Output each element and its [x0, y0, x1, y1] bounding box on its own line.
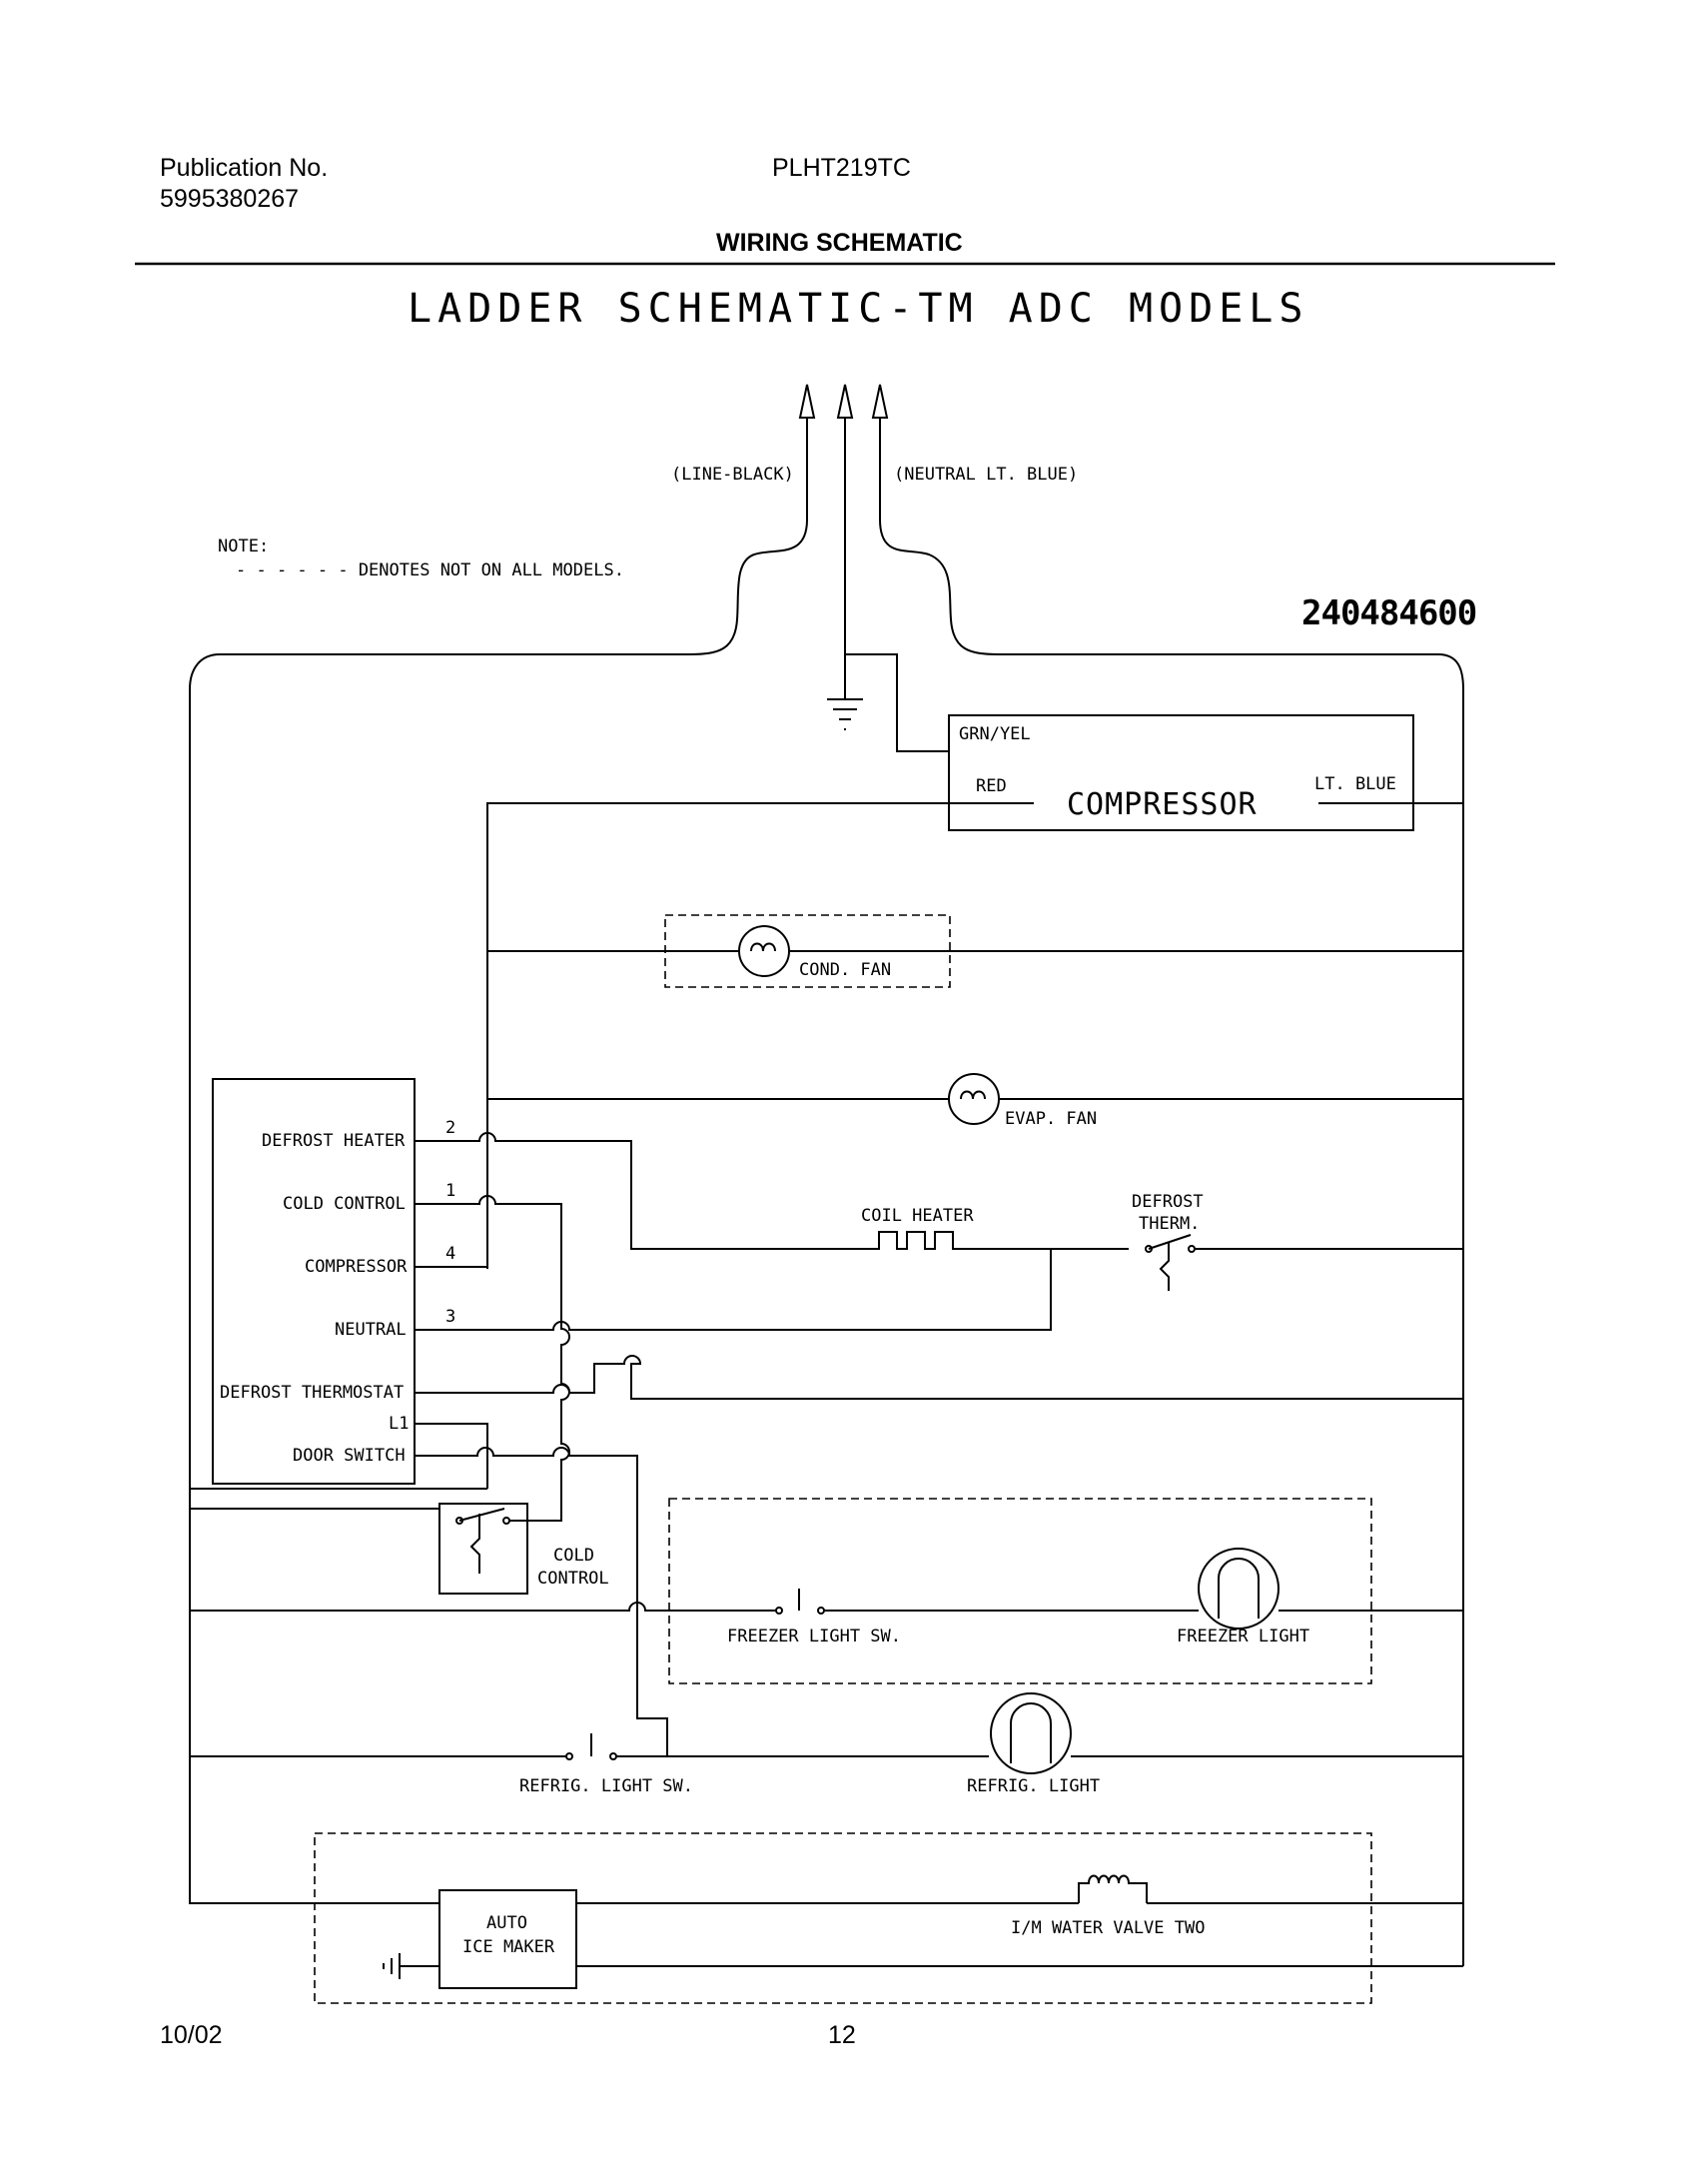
terminal-neutral: NEUTRAL — [335, 1320, 407, 1340]
compressor-grn-yel: GRN/YEL — [959, 724, 1031, 744]
door-switch-wire — [415, 1447, 668, 1756]
refrig-light-switch — [565, 1733, 617, 1760]
control-board — [212, 1078, 416, 1485]
publication-label: Publication No. — [160, 154, 329, 182]
refrig-light-sw-label: REFRIG. LIGHT SW. — [519, 1776, 693, 1796]
l1-wire — [415, 1423, 488, 1489]
line-black-label: (LINE-BLACK) — [671, 465, 794, 485]
refrig-light-label: REFRIG. LIGHT — [967, 1776, 1100, 1796]
part-number: 240484600 — [1301, 593, 1476, 633]
note-label: NOTE: — [218, 537, 269, 556]
footer-date: 10/02 — [160, 2021, 223, 2049]
cold-control-wire — [415, 1195, 570, 1522]
evap-fan-label: EVAP. FAN — [1005, 1109, 1097, 1129]
coil-heater-icon — [869, 1231, 969, 1250]
publication-number: 5995380267 — [160, 185, 300, 213]
ice-maker-optional-box — [314, 1832, 1372, 2004]
cold-control-label-1: COLD — [553, 1546, 594, 1566]
section-title: WIRING SCHEMATIC — [716, 229, 963, 257]
terminal-cold-control: COLD CONTROL — [283, 1194, 406, 1214]
water-valve-label: I/M WATER VALVE TWO — [1011, 1918, 1205, 1938]
compressor-box — [948, 714, 1414, 831]
cold-control-box — [438, 1503, 528, 1595]
freezer-light-optional-box — [668, 1498, 1372, 1684]
cold-control-switch — [455, 1508, 510, 1574]
terminal-defrost-thermostat: DEFROST THERMOSTAT — [220, 1383, 404, 1403]
page-number: 12 — [828, 2021, 856, 2049]
ground-icon — [827, 698, 863, 730]
compressor-label: COMPRESSOR — [1067, 787, 1258, 822]
terminal-defrost-heater: DEFROST HEATER — [262, 1131, 406, 1151]
freezer-light-switch — [775, 1589, 825, 1615]
line-black-wire — [189, 428, 808, 1904]
pin-2: 2 — [445, 1118, 455, 1138]
coil-heater-label: COIL HEATER — [861, 1206, 974, 1226]
defrost-therm-label-1: DEFROST — [1132, 1192, 1204, 1212]
terminal-door-switch: DOOR SWITCH — [293, 1446, 406, 1466]
freezer-light-icon — [1198, 1548, 1280, 1630]
water-valve-icon — [1078, 1874, 1148, 1903]
defrost-therm-switch — [1145, 1234, 1196, 1291]
terminal-compressor: COMPRESSOR — [305, 1257, 408, 1277]
freezer-light-sw-label: FREEZER LIGHT SW. — [727, 1627, 901, 1646]
neutral-board-wire — [415, 1249, 1052, 1331]
defrost-therm-board-wire — [415, 1355, 1463, 1400]
neutral-label: (NEUTRAL LT. BLUE) — [894, 465, 1078, 485]
supply-arrows — [798, 384, 889, 428]
neutral-wire — [879, 428, 1464, 1966]
compressor-rung — [486, 802, 1034, 1269]
terminal-l1: L1 — [389, 1414, 409, 1434]
cond-fan-label: COND. FAN — [799, 960, 891, 980]
pin-1: 1 — [445, 1181, 455, 1201]
grn-yel-wire — [845, 653, 949, 752]
cold-control-label-2: CONTROL — [537, 1569, 609, 1589]
compressor-lt-blue: LT. BLUE — [1314, 774, 1396, 794]
refrig-light-icon — [990, 1692, 1072, 1774]
ice-maker-label-1: AUTO — [486, 1913, 527, 1933]
control-terminals: DEFROST HEATER COLD CONTROL COMPRESSOR N… — [220, 1118, 455, 1466]
pin-4: 4 — [445, 1244, 455, 1264]
compressor-red: RED — [976, 776, 1007, 796]
ice-maker-ground-icon — [383, 1953, 401, 1979]
ice-maker-label-2: ICE MAKER — [462, 1937, 555, 1957]
pin-3: 3 — [445, 1307, 455, 1327]
note-text: - - - - - - DENOTES NOT ON ALL MODELS. — [236, 560, 624, 580]
defrost-therm-label-2: THERM. — [1139, 1214, 1200, 1234]
model-number: PLHT219TC — [772, 154, 911, 182]
ice-maker-box — [438, 1889, 577, 1989]
defrost-heater-wire — [415, 1132, 869, 1250]
schematic-title: LADDER SCHEMATIC-TM ADC MODELS — [408, 286, 1308, 332]
freezer-light-label: FREEZER LIGHT — [1177, 1627, 1309, 1646]
